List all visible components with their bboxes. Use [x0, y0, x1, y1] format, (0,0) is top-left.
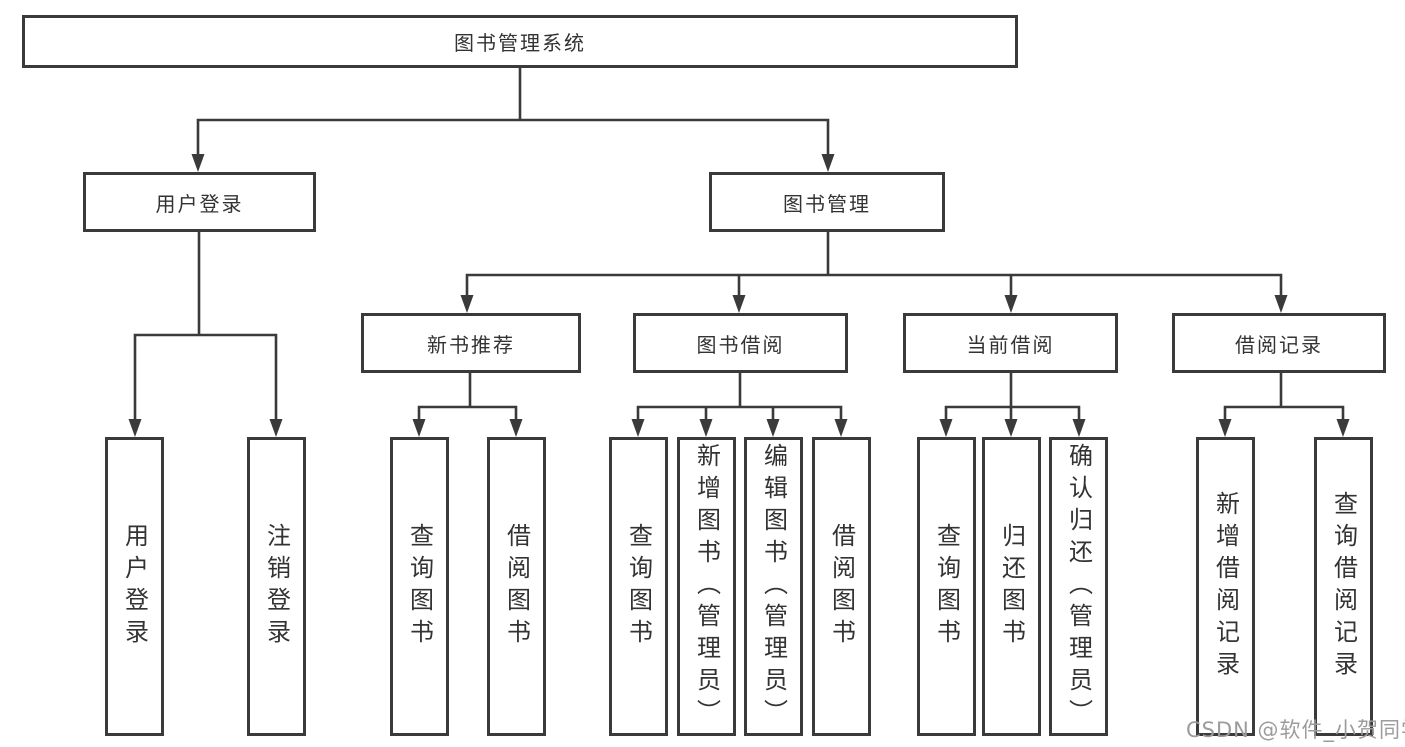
node-label: 当前借阅 — [966, 332, 1055, 357]
node-label: 借阅图书 — [827, 522, 856, 651]
node-label: 用户登录 — [155, 191, 244, 216]
node-leaf-logout: 注销登录 — [247, 437, 306, 736]
node-label: 图书管理 — [783, 191, 871, 216]
node-label: 查询图书 — [932, 522, 961, 651]
node-user-login-module: 用户登录 — [83, 172, 316, 232]
node-label: 编辑图书（管理员） — [759, 442, 788, 731]
node-label: 新书推荐 — [427, 332, 515, 357]
node-leaf-user-login: 用户登录 — [105, 437, 164, 736]
node-new-book-recommendation: 新书推荐 — [361, 313, 581, 373]
node-label: 查询借阅记录 — [1329, 490, 1358, 683]
node-root-system: 图书管理系统 — [22, 15, 1018, 68]
node-book-management-module: 图书管理 — [709, 172, 945, 232]
node-book-borrowing: 图书借阅 — [633, 313, 848, 373]
node-leaf-edit-books-admin: 编辑图书（管理员） — [744, 437, 803, 736]
node-label: 借阅记录 — [1235, 332, 1323, 357]
node-label: 归还图书 — [997, 522, 1026, 651]
node-label: 借阅图书 — [502, 522, 531, 651]
node-leaf-confirm-return-admin: 确认归还（管理员） — [1049, 437, 1108, 736]
node-label: 图书管理系统 — [454, 31, 586, 55]
node-label: 用户登录 — [120, 522, 149, 651]
node-borrowing-records: 借阅记录 — [1172, 313, 1386, 373]
node-leaf-return-books: 归还图书 — [982, 437, 1041, 736]
node-leaf-query-borrow-record: 查询借阅记录 — [1314, 437, 1373, 736]
csdn-watermark: CSDN @软件_小贺同学 — [1186, 718, 1405, 742]
node-label: 新增借阅记录 — [1211, 490, 1240, 683]
node-label: 查询图书 — [405, 522, 434, 651]
node-leaf-query-books-recommend: 查询图书 — [390, 437, 449, 736]
node-label: 图书借阅 — [696, 332, 785, 357]
node-label: 确认归还（管理员） — [1064, 442, 1093, 731]
node-current-borrowing: 当前借阅 — [903, 313, 1118, 373]
node-label: 注销登录 — [262, 522, 291, 651]
node-leaf-add-borrow-record: 新增借阅记录 — [1196, 437, 1255, 736]
node-leaf-borrow-books-recommend: 借阅图书 — [487, 437, 546, 736]
node-label: 查询图书 — [624, 522, 653, 651]
node-leaf-add-books-admin: 新增图书（管理员） — [677, 437, 736, 736]
node-label: 新增图书（管理员） — [692, 442, 721, 731]
node-leaf-borrow-books: 借阅图书 — [812, 437, 871, 736]
node-leaf-query-books-current: 查询图书 — [917, 437, 976, 736]
node-leaf-query-books-borrow: 查询图书 — [609, 437, 668, 736]
